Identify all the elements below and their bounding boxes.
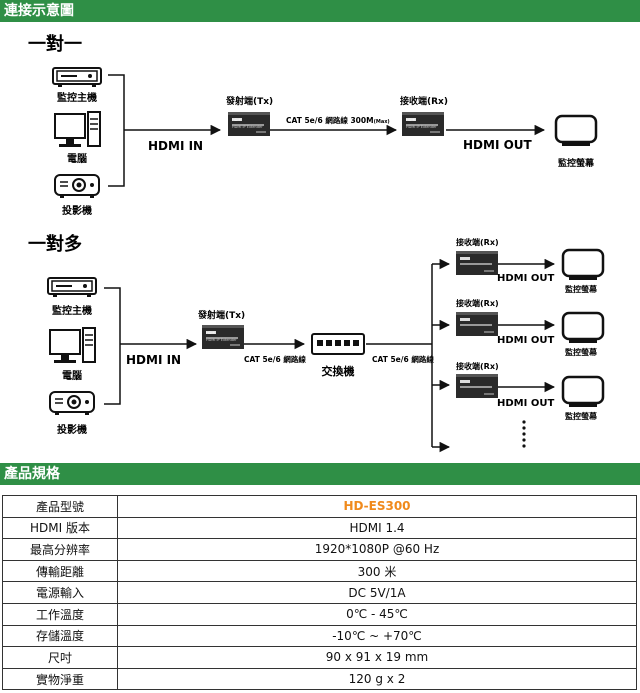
monitor-icon-1 — [561, 248, 605, 282]
spec-value: 120 g x 2 — [117, 667, 637, 691]
source-label-computer: 電腦 — [67, 152, 87, 165]
computer-icon-2 — [49, 327, 96, 364]
monitor-icon-3 — [561, 375, 605, 409]
monitor-label-3: 監控螢幕 — [565, 411, 598, 421]
computer-icon — [54, 111, 101, 148]
hdmi-in-label-2: HDMI IN — [126, 353, 181, 367]
rx-device-text: HDMI IP Extender — [406, 125, 437, 129]
spec-value: HDMI 1.4 — [117, 516, 637, 540]
projector-icon-2 — [49, 391, 95, 416]
hdmi-out-label-2: HDMI OUT — [497, 335, 554, 346]
section-header-connection: 連接示意圖 — [0, 0, 640, 22]
spec-key: 電源輸入 — [2, 581, 118, 604]
one-to-many-title: 一對多 — [28, 233, 82, 255]
spec-key: 最高分辨率 — [2, 538, 118, 561]
monitor-icon — [554, 114, 598, 148]
dvr-icon-2 — [47, 277, 97, 298]
tx-label: 發射端(Tx) — [225, 95, 273, 107]
spec-key: 工作溫度 — [2, 602, 118, 626]
spec-value: DC 5V/1A — [117, 581, 637, 604]
hdmi-out-label: HDMI OUT — [463, 138, 533, 152]
one-to-one-title: 一對一 — [28, 33, 82, 55]
cable-label: CAT 5e/6 網路線 300M(Max) — [286, 115, 390, 125]
rx-label-2: 接收端(Rx) — [456, 298, 499, 308]
switch-icon — [311, 333, 365, 355]
spec-value: 300 米 — [117, 559, 637, 583]
rx-label-3: 接收端(Rx) — [456, 361, 499, 371]
source-label-computer-2: 電腦 — [62, 369, 82, 382]
cable-label-tx: CAT 5e/6 網路線 — [244, 354, 306, 364]
table-row: 存儲溫度-10℃ ~ +70℃ — [2, 624, 637, 648]
hdmi-in-label: HDMI IN — [148, 139, 203, 153]
rx-device-badge: HDMI — [406, 118, 415, 122]
spec-value-model: HD-ES300 — [117, 495, 637, 518]
receiver-device-1 — [456, 251, 498, 275]
spec-key: HDMI 版本 — [2, 516, 118, 540]
source-bracket-2 — [104, 287, 121, 405]
spec-value: -10℃ ~ +70℃ — [117, 624, 637, 648]
spec-key: 實物淨重 — [2, 667, 118, 691]
more-dots — [522, 420, 526, 448]
tx-label-2: 發射端(Tx) — [197, 309, 245, 321]
cable-label-switch: CAT 5e/6 網路線 — [372, 354, 434, 364]
source-bracket — [108, 74, 125, 187]
source-label-dvr: 監控主機 — [57, 91, 97, 104]
rx-label-1: 接收端(Rx) — [456, 237, 499, 247]
projector-icon — [54, 174, 100, 199]
tx-device-text: HDMI IP Extender — [232, 125, 263, 129]
hdmi-out-label-1: HDMI OUT — [497, 273, 554, 284]
section-header-spec: 產品規格 — [0, 463, 640, 485]
spec-key: 傳輸距離 — [2, 559, 118, 583]
spec-key: 尺吋 — [2, 646, 118, 669]
source-label-projector: 投影機 — [62, 204, 92, 217]
monitor-label: 監控螢幕 — [558, 157, 595, 169]
connection-diagram: 一對一 監控主機 電腦 投影機 HDMI IN 發射端(Tx) HDMI HDM… — [28, 33, 605, 453]
monitor-label-2: 監控螢幕 — [565, 347, 598, 357]
receiver-device-3 — [456, 374, 498, 398]
spec-key: 存儲溫度 — [2, 624, 118, 648]
receiver-device — [402, 112, 444, 136]
spec-value: 0℃ - 45℃ — [117, 602, 637, 626]
dvr-icon — [52, 67, 102, 88]
tx2-device-badge: HDMI — [206, 331, 215, 335]
tx-device-badge: HDMI — [232, 118, 241, 122]
transmitter-device — [228, 112, 270, 136]
tx2-device-text: HDMI IP Extender — [206, 338, 237, 342]
switch-label: 交換機 — [322, 364, 355, 378]
spec-value: 90 x 91 x 19 mm — [117, 646, 637, 669]
source-label-projector-2: 投影機 — [57, 423, 87, 436]
rx-label: 接收端(Rx) — [400, 95, 448, 107]
spec-key: 產品型號 — [2, 495, 118, 518]
source-label-dvr-2: 監控主機 — [52, 304, 92, 317]
monitor-label-1: 監控螢幕 — [565, 284, 598, 294]
receiver-device-2 — [456, 312, 498, 336]
monitor-icon-2 — [561, 311, 605, 345]
spec-value: 1920*1080P @60 Hz — [117, 538, 637, 561]
hdmi-out-label-3: HDMI OUT — [497, 398, 554, 409]
transmitter-device-2 — [202, 325, 244, 349]
